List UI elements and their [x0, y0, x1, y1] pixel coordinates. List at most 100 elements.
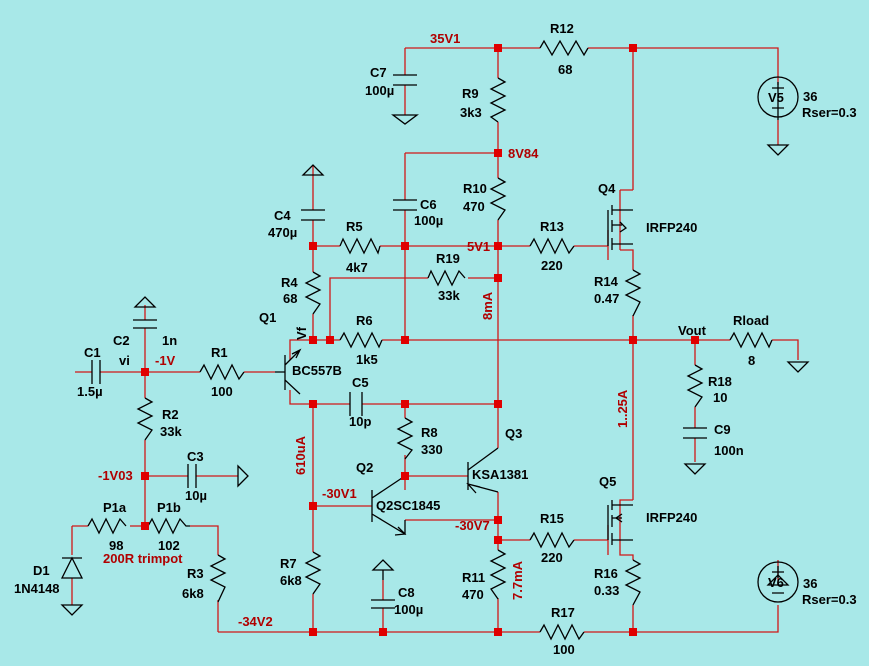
r10-name: R10 — [463, 181, 487, 196]
q1-model: BC557B — [292, 363, 342, 378]
c4-capacitor — [301, 209, 325, 221]
net-minus-30v1: -30V1 — [322, 486, 357, 501]
r11-resistor — [489, 549, 507, 600]
r14-resistor — [624, 269, 642, 317]
v6-source — [757, 561, 799, 603]
p1a-resistor — [87, 517, 127, 535]
d1-name: D1 — [33, 563, 50, 578]
v6-value: 36 — [803, 576, 817, 591]
r9-name: R9 — [462, 86, 479, 101]
r18-resistor — [686, 364, 704, 408]
p1a-value: 98 — [109, 538, 123, 553]
r9-resistor — [489, 77, 507, 123]
rload-name: Rload — [733, 313, 769, 328]
current-8ma: 8mA — [480, 291, 495, 320]
v5-name: V5 — [768, 90, 784, 105]
net-labels: 35V1 8V84 5V1 -1V -1V03 -30V1 -30V7 -34V… — [98, 31, 630, 629]
c3-value: 10µ — [185, 488, 207, 503]
r3-name: R3 — [187, 566, 204, 581]
q3-transistor — [466, 447, 499, 494]
r4-name: R4 — [281, 275, 298, 290]
p1b-name: P1b — [157, 500, 181, 515]
c5-value: 10p — [349, 414, 371, 429]
r2-resistor — [136, 397, 154, 441]
p1a-name: P1a — [103, 500, 127, 515]
ground-c7 — [391, 114, 419, 125]
r17-resistor — [539, 623, 585, 641]
c1-value: 1.5µ — [77, 384, 103, 399]
r12-resistor — [539, 39, 589, 57]
v6-name: V6 — [768, 575, 784, 590]
vi-label: vi — [119, 353, 130, 368]
net-8v84: 8V84 — [508, 146, 539, 161]
q4-name: Q4 — [598, 181, 616, 196]
r12-value: 68 — [558, 62, 572, 77]
r14-name: R14 — [594, 274, 619, 289]
c2-value: 1n — [162, 333, 177, 348]
c5-name: C5 — [352, 375, 369, 390]
c9-capacitor — [683, 427, 707, 439]
r5-value: 4k7 — [346, 260, 368, 275]
components — [60, 39, 810, 641]
current-7-7ma: 7.7mA — [510, 560, 525, 600]
c5-capacitor — [349, 392, 363, 416]
r18-value: 10 — [713, 390, 727, 405]
r11-value: 470 — [462, 587, 484, 602]
net-35v1: 35V1 — [430, 31, 460, 46]
r13-name: R13 — [540, 219, 564, 234]
r17-value: 100 — [553, 642, 575, 657]
c6-value: 100µ — [414, 213, 443, 228]
r10-value: 470 — [463, 199, 485, 214]
net-5v1: 5V1 — [467, 239, 490, 254]
net-minus-30v7: -30V7 — [455, 518, 490, 533]
r8-resistor — [396, 417, 414, 460]
d1-diode — [60, 556, 84, 579]
ground-v5 — [766, 144, 790, 156]
c8-name: C8 — [398, 585, 415, 600]
q1-name: Q1 — [259, 310, 276, 325]
junction-nodes — [141, 44, 699, 636]
r16-name: R16 — [594, 566, 618, 581]
ground-top-c2 — [133, 296, 157, 308]
c6-capacitor — [393, 199, 417, 211]
r7-resistor — [304, 551, 322, 595]
r5-name: R5 — [346, 219, 363, 234]
current-1-25a: 1..25A — [615, 389, 630, 428]
q2-transistor — [371, 475, 407, 536]
rload-resistor — [729, 331, 773, 349]
r6-value: 1k5 — [356, 352, 378, 367]
net-minus-1v: -1V — [155, 353, 176, 368]
ground-rload — [786, 361, 810, 373]
r9-value: 3k3 — [460, 105, 482, 120]
ground-top-c4 — [301, 164, 325, 176]
net-minus-34v2: -34V2 — [238, 614, 273, 629]
r14-value: 0.47 — [594, 291, 619, 306]
c4-name: C4 — [274, 208, 291, 223]
c3-capacitor — [187, 464, 197, 488]
c7-name: C7 — [370, 65, 387, 80]
r8-value: 330 — [421, 442, 443, 457]
r16-resistor — [624, 559, 642, 606]
c8-capacitor — [371, 599, 395, 609]
r16-value: 0.33 — [594, 583, 619, 598]
r15-resistor — [529, 531, 575, 549]
c2-capacitor — [133, 319, 157, 329]
r15-name: R15 — [540, 511, 564, 526]
r2-name: R2 — [162, 407, 179, 422]
r11-name: R11 — [462, 570, 485, 585]
ground-v6 — [766, 574, 790, 586]
r5-resistor — [339, 237, 381, 255]
q2-model: Q2SC1845 — [376, 498, 440, 513]
q3-model: KSA1381 — [472, 467, 528, 482]
rload-value: 8 — [748, 353, 755, 368]
c9-value: 100n — [714, 443, 744, 458]
r15-value: 220 — [541, 550, 563, 565]
ground-d1 — [60, 604, 84, 616]
c6-name: C6 — [420, 197, 437, 212]
r1-value: 100 — [211, 384, 233, 399]
r12-name: R12 — [550, 21, 574, 36]
q4-mosfet — [607, 205, 633, 250]
c2-name: C2 — [113, 333, 130, 348]
r6-name: R6 — [356, 313, 373, 328]
trimpot-label: 200R trimpot — [103, 551, 183, 566]
